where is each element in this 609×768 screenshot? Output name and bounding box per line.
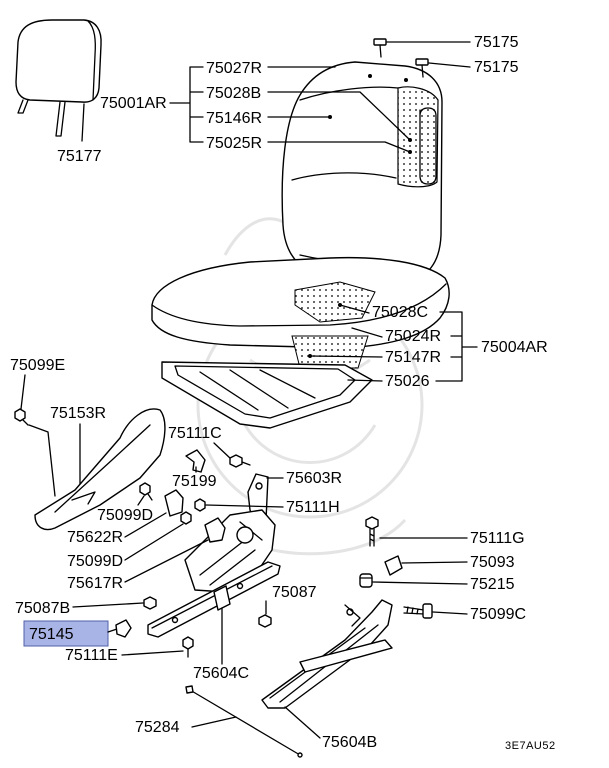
leader-line xyxy=(121,650,184,656)
leader-line xyxy=(107,628,118,633)
bracket-75001AR xyxy=(169,66,204,143)
figure-code: 3E7AU52 xyxy=(505,740,556,752)
callout-75153R[interactable]: 75153R xyxy=(50,405,106,422)
callout-75215[interactable]: 75215 xyxy=(470,576,515,593)
cushion-pad xyxy=(294,281,376,323)
leader-line xyxy=(372,581,468,585)
leader-line xyxy=(20,374,26,410)
callout-75175-lower[interactable]: 75175 xyxy=(474,59,519,76)
callout-75111E[interactable]: 75111E xyxy=(65,647,118,664)
leader-line xyxy=(124,539,209,583)
leader-line xyxy=(401,561,468,564)
bolt-icon xyxy=(139,482,153,501)
leader-line xyxy=(28,424,56,497)
callout-75087[interactable]: 75087 xyxy=(272,584,317,601)
leader-line xyxy=(81,103,85,142)
callout-75087B[interactable]: 75087B xyxy=(15,600,70,617)
bolt-icon xyxy=(415,58,429,78)
callout-75024R[interactable]: 75024R xyxy=(385,328,441,345)
leader-line xyxy=(284,706,321,739)
callout-75284[interactable]: 75284 xyxy=(135,719,180,736)
seatback-frame-rod xyxy=(419,107,437,185)
callout-75025R[interactable]: 75025R xyxy=(206,135,262,152)
callout-75604B[interactable]: 75604B xyxy=(322,734,377,751)
callout-75099C[interactable]: 75099C xyxy=(470,606,526,623)
callout-75146R[interactable]: 75146R xyxy=(206,110,262,127)
callout-75093[interactable]: 75093 xyxy=(470,554,515,571)
leader-line xyxy=(351,327,383,338)
callout-75617R[interactable]: 75617R xyxy=(67,575,123,592)
leader-line xyxy=(267,91,411,141)
callout-75099D-upper[interactable]: 75099D xyxy=(97,507,153,524)
callout-75175-upper[interactable]: 75175 xyxy=(474,34,519,51)
seat-frame xyxy=(161,361,373,429)
callout-75028B[interactable]: 75028B xyxy=(206,85,261,102)
bracket-75004AR xyxy=(435,311,478,382)
callout-75622R[interactable]: 75622R xyxy=(67,529,123,546)
bolt-icon xyxy=(14,408,29,426)
leader-line xyxy=(72,602,144,608)
leader-line xyxy=(213,442,232,460)
leader-line xyxy=(124,523,184,561)
bolt-icon xyxy=(229,454,251,468)
callout-75028C[interactable]: 75028C xyxy=(372,304,428,321)
seat-rail-inner xyxy=(147,561,281,638)
callout-75199[interactable]: 75199 xyxy=(172,473,217,490)
bolt-icon xyxy=(143,596,157,610)
callout-75027R[interactable]: 75027R xyxy=(206,60,262,77)
leader-line xyxy=(205,504,284,508)
callout-75111C[interactable]: 75111C xyxy=(168,425,222,442)
callout-75603R[interactable]: 75603R xyxy=(286,470,342,487)
seat-cushion xyxy=(151,256,450,349)
leader-line xyxy=(191,716,237,728)
headrest-post-right xyxy=(55,101,66,137)
bolt-icon xyxy=(180,511,192,525)
leader-line xyxy=(347,379,383,382)
leader-line xyxy=(309,355,383,358)
callout-75026[interactable]: 75026 xyxy=(385,373,430,390)
leader-line xyxy=(124,512,167,538)
callout-75099D-lower[interactable]: 75099D xyxy=(67,553,123,570)
leader-line xyxy=(339,304,370,314)
bracket-75199 xyxy=(185,449,206,473)
bolt-icon xyxy=(194,498,206,512)
leader-line xyxy=(428,62,471,68)
bolt-icon xyxy=(258,614,272,628)
clip-75093 xyxy=(384,555,403,576)
bushing-75215 xyxy=(359,573,373,588)
cable-75284 xyxy=(185,685,303,758)
callout-75145[interactable]: 75145 xyxy=(29,626,74,643)
highlight-box xyxy=(23,620,109,647)
clip-75145 xyxy=(115,619,132,638)
seatback-side-panel xyxy=(397,86,439,188)
leader-line xyxy=(267,141,411,153)
headrest xyxy=(15,19,102,137)
bolt-icon xyxy=(403,603,433,619)
callout-75004AR[interactable]: 75004AR xyxy=(481,339,548,356)
headrest-post-left xyxy=(17,99,29,114)
bracket-75622R xyxy=(164,489,184,517)
leader-line xyxy=(432,611,468,615)
callout-75099E[interactable]: 75099E xyxy=(10,357,65,374)
bolt-icon xyxy=(365,516,379,547)
bolt-icon xyxy=(182,636,194,658)
callout-75147R[interactable]: 75147R xyxy=(385,349,441,366)
callout-75604C[interactable]: 75604C xyxy=(193,665,249,682)
callout-75001AR[interactable]: 75001AR xyxy=(100,95,167,112)
side-cover xyxy=(34,408,166,531)
callout-75111H[interactable]: 75111H xyxy=(286,499,340,516)
callout-75177[interactable]: 75177 xyxy=(57,148,102,165)
leader-line xyxy=(137,495,145,506)
seat-rail-outer xyxy=(261,599,393,709)
bolt-icon xyxy=(373,38,387,58)
cushion-foam xyxy=(291,335,369,369)
callout-75111G[interactable]: 75111G xyxy=(470,530,525,547)
